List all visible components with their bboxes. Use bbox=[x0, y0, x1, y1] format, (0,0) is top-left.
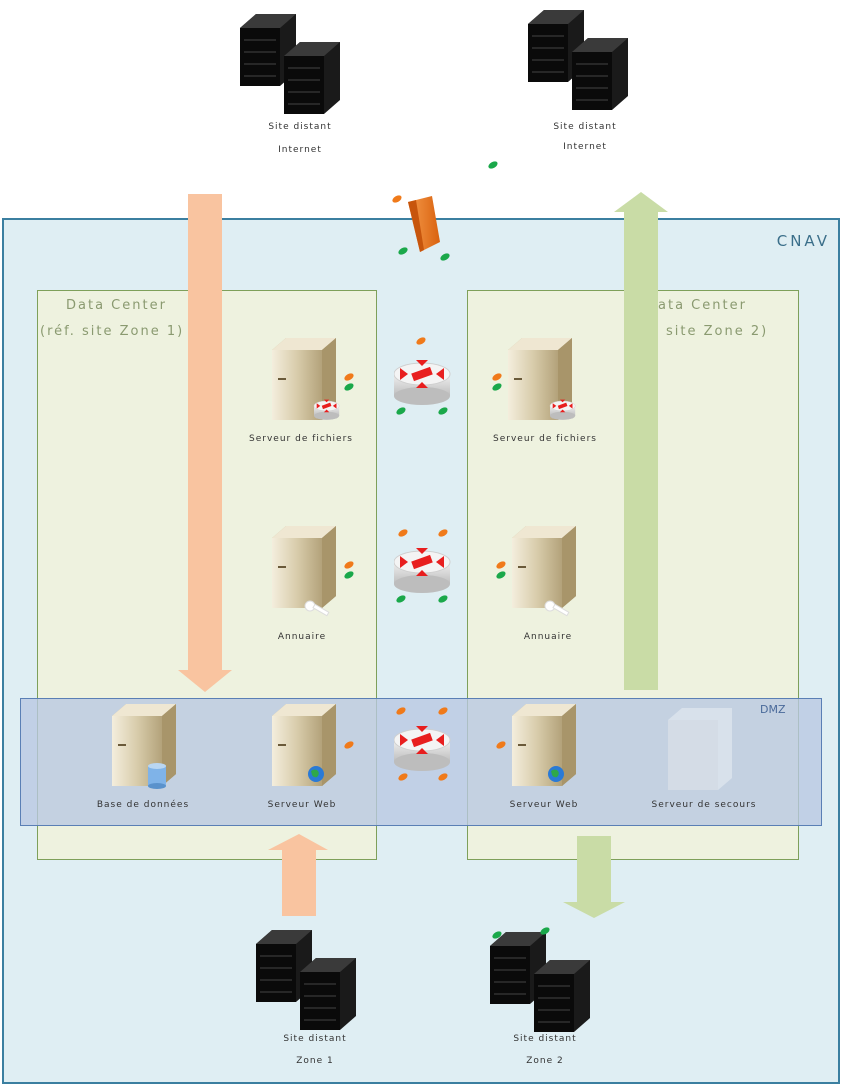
tower-server-icon bbox=[508, 338, 576, 421]
server-web-left[interactable] bbox=[272, 704, 340, 794]
tower-server-icon bbox=[512, 704, 576, 786]
server-database[interactable] bbox=[112, 704, 180, 794]
site-bottom-left-label-1: Site distant bbox=[283, 1034, 347, 1044]
flow-arrow-up-green bbox=[614, 192, 668, 690]
dark-server-cluster-icon bbox=[489, 931, 591, 1033]
server-database-label: Base de données bbox=[96, 800, 190, 810]
router-1[interactable] bbox=[393, 352, 452, 410]
server-directory-left-label: Annuaire bbox=[277, 632, 327, 642]
database-icon bbox=[148, 763, 166, 789]
dc-right-title-1: Data Center bbox=[646, 298, 747, 313]
dmz-band-label: DMZ bbox=[760, 703, 786, 716]
flow-arrow-down-orange bbox=[178, 194, 232, 692]
server-file-left-label: Serveur de fichiers bbox=[249, 434, 353, 444]
router-icon bbox=[393, 547, 451, 594]
dc-right-title-2: (réf. site Zone 2) bbox=[624, 324, 769, 339]
flow-arrow-up-orange bbox=[268, 834, 328, 916]
server-directory-right[interactable] bbox=[512, 526, 580, 618]
site-bottom-right-label-2: Zone 2 bbox=[526, 1056, 564, 1066]
tower-server-icon bbox=[112, 704, 176, 789]
router-2[interactable] bbox=[393, 540, 452, 598]
server-web-right-label: Serveur Web bbox=[509, 800, 579, 810]
server-file-left[interactable] bbox=[272, 338, 340, 426]
flow-arrow-down-green bbox=[563, 836, 625, 918]
server-file-right-label: Serveur de fichiers bbox=[493, 434, 597, 444]
server-directory-left[interactable] bbox=[272, 526, 340, 618]
site-top-left-label-2: Internet bbox=[278, 145, 322, 155]
tower-server-icon bbox=[512, 526, 576, 617]
server-backup[interactable] bbox=[668, 708, 736, 794]
site-top-right-label-2: Internet bbox=[563, 142, 607, 152]
server-web-left-label: Serveur Web bbox=[267, 800, 337, 810]
router-3[interactable] bbox=[393, 718, 452, 776]
server-file-right[interactable] bbox=[508, 338, 576, 426]
dark-server-cluster-icon bbox=[255, 929, 357, 1031]
site-bottom-left[interactable] bbox=[255, 929, 376, 1031]
router-icon bbox=[393, 359, 451, 406]
site-bottom-left-label-2: Zone 1 bbox=[296, 1056, 334, 1066]
site-bottom-right-label-1: Site distant bbox=[513, 1034, 577, 1044]
dc-left-title-1: Data Center bbox=[66, 298, 167, 313]
server-backup-label: Serveur de secours bbox=[651, 800, 757, 810]
tower-server-faded-icon bbox=[668, 708, 732, 790]
dc-left-title-2: (réf. site Zone 1) bbox=[40, 324, 185, 339]
router-icon bbox=[393, 725, 451, 772]
key-icon bbox=[544, 600, 570, 617]
firewall-icon bbox=[408, 196, 440, 252]
globe-icon bbox=[308, 766, 324, 782]
tower-server-icon bbox=[272, 526, 336, 617]
tower-server-icon bbox=[272, 338, 340, 421]
server-directory-right-label: Annuaire bbox=[523, 632, 573, 642]
tower-server-icon bbox=[272, 704, 336, 786]
outer-zone-label: CNAV bbox=[776, 232, 830, 250]
server-web-right[interactable] bbox=[512, 704, 580, 794]
site-top-left-label-1: Site distant bbox=[268, 122, 332, 132]
firewall[interactable] bbox=[404, 196, 444, 256]
key-icon bbox=[304, 600, 330, 617]
globe-icon bbox=[548, 766, 564, 782]
site-top-right-label-1: Site distant bbox=[553, 122, 617, 132]
site-bottom-right[interactable] bbox=[489, 931, 610, 1033]
